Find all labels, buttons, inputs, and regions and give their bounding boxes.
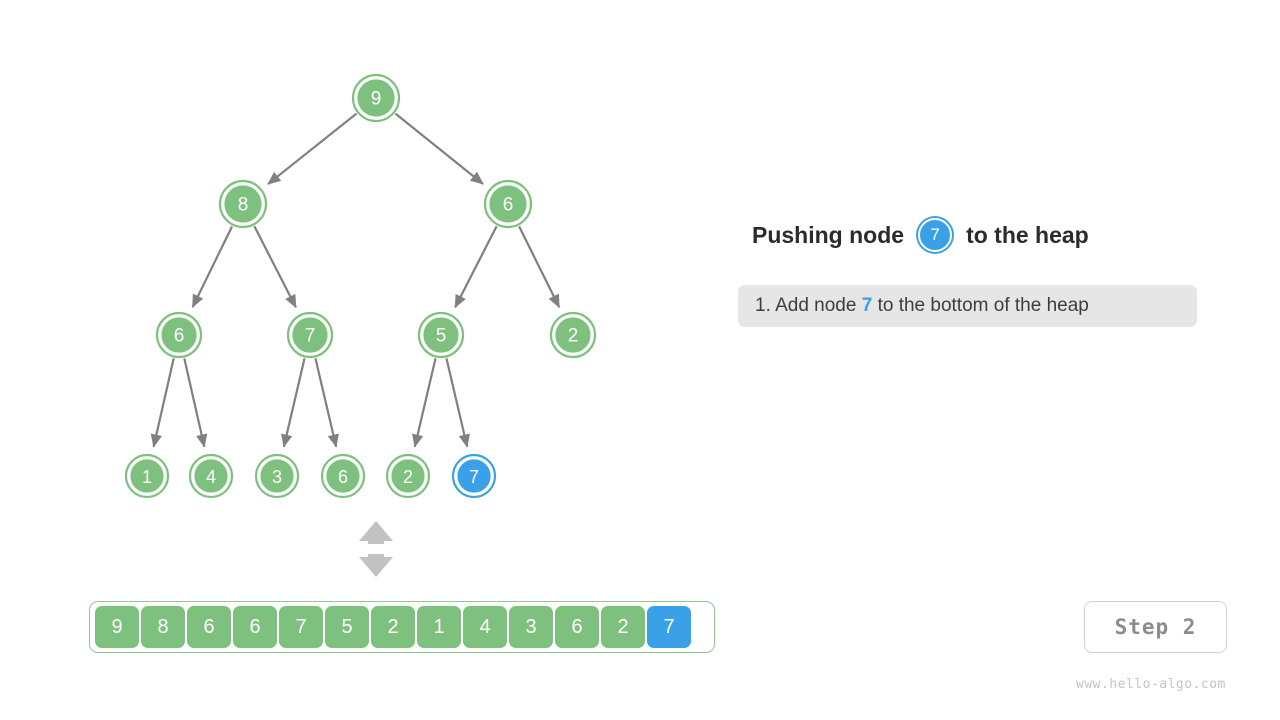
array-cell[interactable]: 6 bbox=[187, 606, 231, 648]
tree-node-label: 6 bbox=[174, 326, 185, 347]
title-text-before: Pushing node bbox=[752, 222, 904, 249]
tree-node[interactable]: 2 bbox=[387, 455, 429, 497]
tree-edge bbox=[415, 358, 436, 446]
tree-edge bbox=[519, 226, 559, 307]
tree-node[interactable]: 1 bbox=[126, 455, 168, 497]
tree-node[interactable]: 2 bbox=[551, 313, 595, 357]
array-cell[interactable]: 9 bbox=[95, 606, 139, 648]
tree-edge bbox=[268, 114, 356, 184]
tree-node-label: 7 bbox=[469, 467, 479, 487]
tree-node-label: 2 bbox=[568, 326, 579, 347]
step-counter-label: Step 2 bbox=[1115, 615, 1197, 639]
tree-node[interactable]: 6 bbox=[157, 313, 201, 357]
step-description-accent-value: 7 bbox=[862, 295, 873, 317]
tree-node-label: 4 bbox=[206, 467, 216, 487]
array-cell[interactable]: 2 bbox=[371, 606, 415, 648]
double-headed-vertical-arrow-icon bbox=[359, 521, 393, 577]
tree-node-label: 6 bbox=[338, 467, 348, 487]
tree-edge bbox=[184, 358, 204, 446]
tree-edges bbox=[154, 114, 560, 447]
tree-node[interactable]: 8 bbox=[220, 181, 266, 227]
tree-node[interactable]: 4 bbox=[190, 455, 232, 497]
tree-edge bbox=[315, 358, 336, 446]
tree-node[interactable]: 7 bbox=[288, 313, 332, 357]
tree-node-label: 6 bbox=[503, 195, 514, 216]
title-row: Pushing node 7 to the heap bbox=[752, 216, 1089, 254]
tree-node-label: 3 bbox=[272, 467, 282, 487]
tree-node[interactable]: 6 bbox=[322, 455, 364, 497]
tree-edge bbox=[455, 226, 497, 307]
tree-edge bbox=[254, 226, 296, 307]
tree-node[interactable]: 3 bbox=[256, 455, 298, 497]
tree-edge bbox=[154, 358, 174, 446]
array-cell[interactable]: 7 bbox=[279, 606, 323, 648]
array-cell[interactable]: 7 bbox=[647, 606, 691, 648]
step-description-prefix: 1. Add node bbox=[755, 295, 862, 317]
array-cell[interactable]: 6 bbox=[233, 606, 277, 648]
tree-node[interactable]: 5 bbox=[419, 313, 463, 357]
tree-edge bbox=[284, 358, 305, 446]
heap-array-representation: 9866752143627 bbox=[89, 601, 715, 653]
tree-node-label: 8 bbox=[238, 195, 249, 216]
array-cell[interactable]: 1 bbox=[417, 606, 461, 648]
watermark-url: www.hello-algo.com bbox=[1076, 677, 1226, 692]
array-cell[interactable]: 3 bbox=[509, 606, 553, 648]
tree-node[interactable]: 7 bbox=[453, 455, 495, 497]
array-cell[interactable]: 4 bbox=[463, 606, 507, 648]
tree-edge bbox=[446, 358, 467, 446]
swap-arrow-notch bbox=[368, 544, 385, 554]
tree-node-label: 1 bbox=[142, 467, 152, 487]
tree-node-label: 9 bbox=[371, 89, 382, 110]
title-node-badge: 7 bbox=[918, 218, 952, 252]
tree-node-label: 2 bbox=[403, 467, 413, 487]
tree-node-label: 7 bbox=[305, 326, 316, 347]
array-cell[interactable]: 6 bbox=[555, 606, 599, 648]
title-text-after: to the heap bbox=[966, 222, 1089, 249]
tree-node[interactable]: 9 bbox=[353, 75, 399, 121]
tree-nodes: 9 8 6 6 7 5 2 1 4 3 6 2 7 bbox=[126, 75, 595, 497]
tree-node[interactable]: 6 bbox=[485, 181, 531, 227]
tree-edge bbox=[395, 114, 483, 184]
array-cell[interactable]: 5 bbox=[325, 606, 369, 648]
step-counter-badge: Step 2 bbox=[1084, 601, 1227, 653]
array-cell[interactable]: 2 bbox=[601, 606, 645, 648]
step-description-box: 1. Add node 7 to the bottom of the heap bbox=[738, 285, 1197, 327]
tree-edge bbox=[193, 226, 232, 307]
step-description-suffix: to the bottom of the heap bbox=[872, 295, 1089, 317]
array-cell[interactable]: 8 bbox=[141, 606, 185, 648]
tree-node-label: 5 bbox=[436, 326, 447, 347]
